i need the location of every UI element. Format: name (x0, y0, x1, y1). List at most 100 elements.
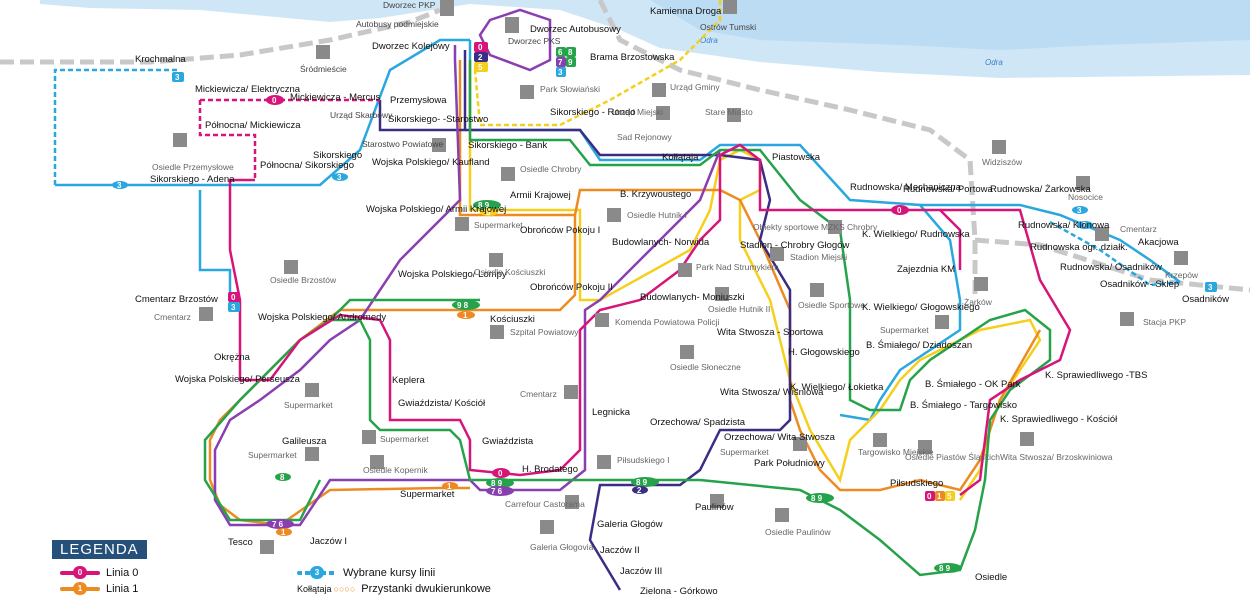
poi-label: Krzepów (1165, 270, 1199, 280)
stop-label: Starostwo Powiatowe (362, 139, 444, 149)
stop-label: Piłsudskiego (890, 478, 943, 489)
stop-label: Brama Brzostowska (590, 52, 675, 63)
poi-label: Obiekty sportowe MZKS Chrobry (753, 222, 878, 232)
stop-label: Północna/ Mickiewicza (205, 120, 301, 131)
poi-label: Supermarket (380, 434, 429, 444)
river-label-1: Odra (700, 36, 718, 45)
building-icon (992, 140, 1006, 154)
svg-text:8: 8 (568, 48, 573, 57)
building-icon (656, 106, 670, 120)
poi-label: Supermarket (474, 220, 523, 230)
poi-label: Urząd Gminy (670, 82, 720, 92)
shopping-cart-icon (455, 217, 469, 231)
svg-text:1: 1 (447, 482, 452, 491)
legend: LEGENDA 0 Linia 0 1 Linia 1 3 Wybrane ku… (52, 540, 512, 600)
svg-text:1: 1 (463, 311, 468, 320)
poi-icons (173, 0, 1188, 554)
stop-label: Kamienna Droga (650, 6, 722, 17)
building-icon (284, 260, 298, 274)
line-5-route (468, 0, 1042, 501)
selected-runs-swatch: 3 (297, 566, 337, 579)
svg-text:2: 2 (637, 486, 642, 495)
poi-label: Komenda Powiatowa Policji (615, 317, 720, 327)
poi-label: Osiedle Słoneczne (670, 362, 741, 372)
building-icon (489, 253, 503, 267)
shopping-cart-icon (935, 315, 949, 329)
stop-label: Park Południowy (754, 458, 825, 469)
poi-label: Osiedle Hutnik I (627, 210, 687, 220)
legend-selected-runs-label: Wybrane kursy linii (343, 567, 436, 579)
poi-label: Osiedle Sportowe (798, 300, 865, 310)
svg-text:8: 8 (280, 473, 285, 482)
svg-text:0: 0 (478, 43, 483, 52)
line-1-badge: 1 (73, 582, 87, 595)
legend-twoway-label: Przystanki dwukierunkowe (361, 583, 491, 595)
stop-label: Tesco (228, 537, 253, 548)
stop-label: Okrężna (214, 352, 251, 363)
poi-label: Osiedle Kościuszki (474, 267, 545, 277)
stop-label: Rudnowska ogr. działk. (1030, 242, 1128, 253)
stop-label: Wojska Polskiego/ Perseusza (175, 374, 301, 385)
stop-label: Jaczów II (600, 545, 640, 556)
poi-label: Supermarket (284, 400, 333, 410)
shopping-cart-icon (775, 508, 789, 522)
poi-label: Żarków (964, 297, 993, 307)
stop-label: Galeria Głogów (597, 519, 663, 530)
poi-label: Galeria Głogovia (530, 542, 594, 552)
svg-text:8 9: 8 9 (811, 494, 823, 503)
poi-label: Park Słowiański (540, 84, 600, 94)
svg-text:5: 5 (947, 492, 952, 501)
building-icon (520, 85, 534, 99)
stop-label: Wojska Polskiego/ Armii Krajowej (366, 204, 506, 215)
poi-label: Cmentarz (520, 389, 557, 399)
legend-title: LEGENDA (52, 540, 147, 559)
svg-text:9 8: 9 8 (457, 301, 469, 310)
poi-label: Osiedle Piastów Śląskich (905, 451, 1000, 462)
stop-label: Mickiewicza - Mercus (290, 92, 381, 103)
stop-label: Autobusy podmiejskie (356, 19, 439, 29)
svg-text:8 9: 8 9 (478, 201, 490, 210)
svg-text:3: 3 (117, 181, 122, 190)
building-icon (1076, 176, 1090, 190)
line-1-route (208, 60, 1042, 527)
building-icon (1020, 432, 1034, 446)
stop-label: Dworzec PKS (508, 36, 561, 46)
stop-label: Wojska Polskiego/ Kaufland (372, 157, 490, 168)
svg-text:0: 0 (272, 96, 277, 105)
cross-icon (199, 307, 213, 321)
stop-label: Rudnowska/ Osadników (1060, 262, 1162, 273)
legend-selected-runs: 3 Wybrane kursy linii (297, 566, 436, 579)
svg-text:8 9: 8 9 (636, 478, 648, 487)
svg-text:7: 7 (558, 58, 563, 67)
stop-label: Dworzec Kolejowy (372, 41, 450, 52)
poi-label: Sad Rejonowy (617, 132, 673, 142)
stadium-icon (828, 220, 842, 234)
stop-labels: Dworzec PKP Autobusy podmiejskie Dworzec… (135, 0, 1229, 597)
poi-label: Osiedle Hutnik II (708, 304, 770, 314)
poi-label: Stare Miasto (705, 107, 753, 117)
poi-label: Stadion Miejski (790, 252, 847, 262)
stop-label: Osiedle (975, 572, 1007, 583)
stop-label: Armii Krajowej (510, 190, 571, 201)
stop-label: Osadników - Sklep (1100, 279, 1179, 290)
building-icon (173, 133, 187, 147)
svg-text:3: 3 (1208, 283, 1213, 292)
poi-label: Stacja PKP (1143, 317, 1186, 327)
shopping-cart-icon (793, 437, 807, 451)
stop-label: Budowlanych- Norwida (612, 237, 710, 248)
stop-label: Zielona - Górkowo (640, 586, 718, 597)
stop-label: Przemysłowa (390, 95, 447, 106)
poi-label: Szpital Powiatowy (510, 327, 579, 337)
police-icon (595, 313, 609, 327)
svg-text:3: 3 (337, 173, 342, 182)
poi-label: Wita Stwosza/ Brzoskwiniowa (1000, 452, 1113, 462)
stop-label: Wita Stwosza/ Wiśniowa (720, 387, 824, 398)
stop-label: Rudnowska/ Mechaniczna (850, 182, 962, 193)
svg-text:3: 3 (558, 68, 563, 77)
building-icon (1174, 251, 1188, 265)
stop-label: Galileusza (282, 436, 327, 447)
stop-label: Rudnowska/ Żarkowska (990, 184, 1092, 195)
stop-label: Rudnowska/ Portowa (903, 184, 993, 195)
svg-text:3: 3 (1077, 206, 1082, 215)
stop-label: K. Wielkiego/ Łokietka (790, 382, 884, 393)
